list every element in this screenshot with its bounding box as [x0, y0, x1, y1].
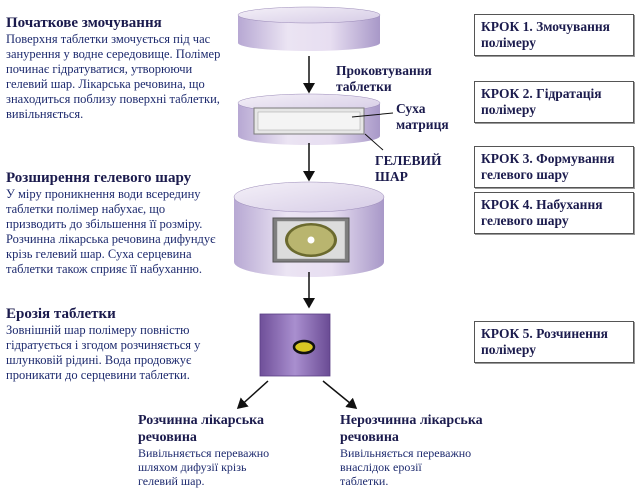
result-title-line: речовина: [138, 430, 197, 445]
gel-layer-label: ГЕЛЕВИЙ ШАР: [375, 153, 442, 185]
label-line: матриця: [396, 117, 449, 132]
stage-line: крізь гелевий шар. Суха серцевина: [6, 247, 192, 261]
step-box-2: КРОК 2. Гідратація полімеру: [474, 81, 634, 123]
arrow-soluble: [236, 380, 269, 410]
stage-title: Розширення гелевого шару: [6, 170, 192, 186]
penetration-label: Проковтування таблетки: [336, 63, 432, 95]
result-line: Вивільняється переважно: [138, 446, 270, 460]
stage-description: Поверхня таблетки змочується під час зан…: [6, 32, 238, 122]
dry-matrix-label: Суха матриця: [396, 101, 449, 133]
stage-line: вивільняється.: [6, 107, 84, 121]
step-box-3: КРОК 3. Формування гелевого шару: [474, 146, 634, 188]
step-box-5: КРОК 5. Розчинення полімеру: [474, 321, 634, 363]
tablet-hydration: [237, 93, 381, 145]
tablet-erosion: [259, 313, 331, 377]
stage-line: Поверхня таблетки змочується під час: [6, 32, 211, 46]
stage-line: гідратується і згодом розчиняється у: [6, 338, 201, 352]
step-line: КРОК 4. Набухання: [481, 197, 603, 212]
stage-line: починає гідратуватися, утворюючи: [6, 62, 193, 76]
arrow-insoluble: [322, 380, 358, 409]
result-title-line: Розчинна лікарська: [138, 413, 264, 428]
label-line: Проковтування: [336, 63, 432, 78]
tablet-swelling: [233, 181, 385, 277]
result-line: Вивільняється переважно: [340, 446, 472, 460]
result-line: таблетки.: [340, 474, 389, 488]
step-line: КРОК 3. Формування: [481, 151, 615, 166]
stage-initial: Початкове змочування Поверхня таблетки з…: [6, 15, 238, 122]
step-line: гелевого шару: [481, 167, 569, 182]
stage-description: У міру проникнення води всередину таблет…: [6, 187, 238, 277]
stage-line: таблетки полімер набухає, що: [6, 202, 166, 216]
stage-description: Зовнішній шар полімеру повністю гідратує…: [6, 323, 238, 383]
step-line: гелевого шару: [481, 213, 569, 228]
result-line: гелевий шар.: [138, 474, 205, 488]
label-line: таблетки: [336, 79, 392, 94]
step-line: КРОК 1. Змочування: [481, 19, 610, 34]
result-title: Нерозчинна лікарська речовина: [340, 412, 520, 446]
step-line: полімеру: [481, 102, 536, 117]
stage-line: призводить до збільшення її розміру.: [6, 217, 203, 231]
label-line: ШАР: [375, 169, 408, 184]
stage-line: гелевий шар. Лікарська речовина, що: [6, 77, 205, 91]
stage-line: У міру проникнення води всередину: [6, 187, 201, 201]
result-line: внаслідок ерозії: [340, 460, 422, 474]
result-insoluble: Нерозчинна лікарська речовина Вивільняєт…: [340, 412, 520, 488]
stage-gel-expansion: Розширення гелевого шару У міру проникне…: [6, 170, 238, 277]
result-soluble: Розчинна лікарська речовина Вивільняєтьс…: [138, 412, 318, 488]
stage-erosion: Ерозія таблетки Зовнішній шар полімеру п…: [6, 306, 238, 383]
step-line: КРОК 2. Гідратація: [481, 86, 602, 101]
stage-line: шлунковій рідині. Вода продовжує: [6, 353, 192, 367]
result-title-line: Нерозчинна лікарська: [340, 413, 483, 428]
label-line: Суха: [396, 101, 426, 116]
step-line: полімеру: [481, 35, 536, 50]
dry-matrix-pointer: [351, 112, 394, 118]
result-description: Вивільняється переважно внаслідок ерозії…: [340, 446, 520, 488]
result-title-line: речовина: [340, 430, 399, 445]
stage-line: занурення у водне середовище. Полімер: [6, 47, 221, 61]
stage-line: Зовнішній шар полімеру повністю: [6, 323, 190, 337]
stage-line: проникати до серцевини таблетки.: [6, 368, 190, 382]
stage-line: знаходиться поблизу поверхні таблетки,: [6, 92, 220, 106]
result-description: Вивільняється переважно шляхом дифузії к…: [138, 446, 318, 488]
gel-layer-pointer: [364, 133, 384, 151]
label-line: ГЕЛЕВИЙ: [375, 153, 442, 168]
tablet-initial: [237, 6, 381, 51]
stage-title: Ерозія таблетки: [6, 306, 116, 322]
stage-line: Розчинна лікарська речовина дифундує: [6, 232, 216, 246]
step-box-1: КРОК 1. Змочування полімеру: [474, 14, 634, 56]
step-box-4: КРОК 4. Набухання гелевого шару: [474, 192, 634, 234]
stage-line: таблетки також сприяє її набуханню.: [6, 262, 202, 276]
step-line: КРОК 5. Розчинення: [481, 326, 608, 341]
result-line: шляхом дифузії крізь: [138, 460, 247, 474]
result-title: Розчинна лікарська речовина: [138, 412, 318, 446]
step-line: полімеру: [481, 342, 536, 357]
residual-core: [292, 339, 316, 355]
stage-title: Початкове змочування: [6, 15, 162, 31]
